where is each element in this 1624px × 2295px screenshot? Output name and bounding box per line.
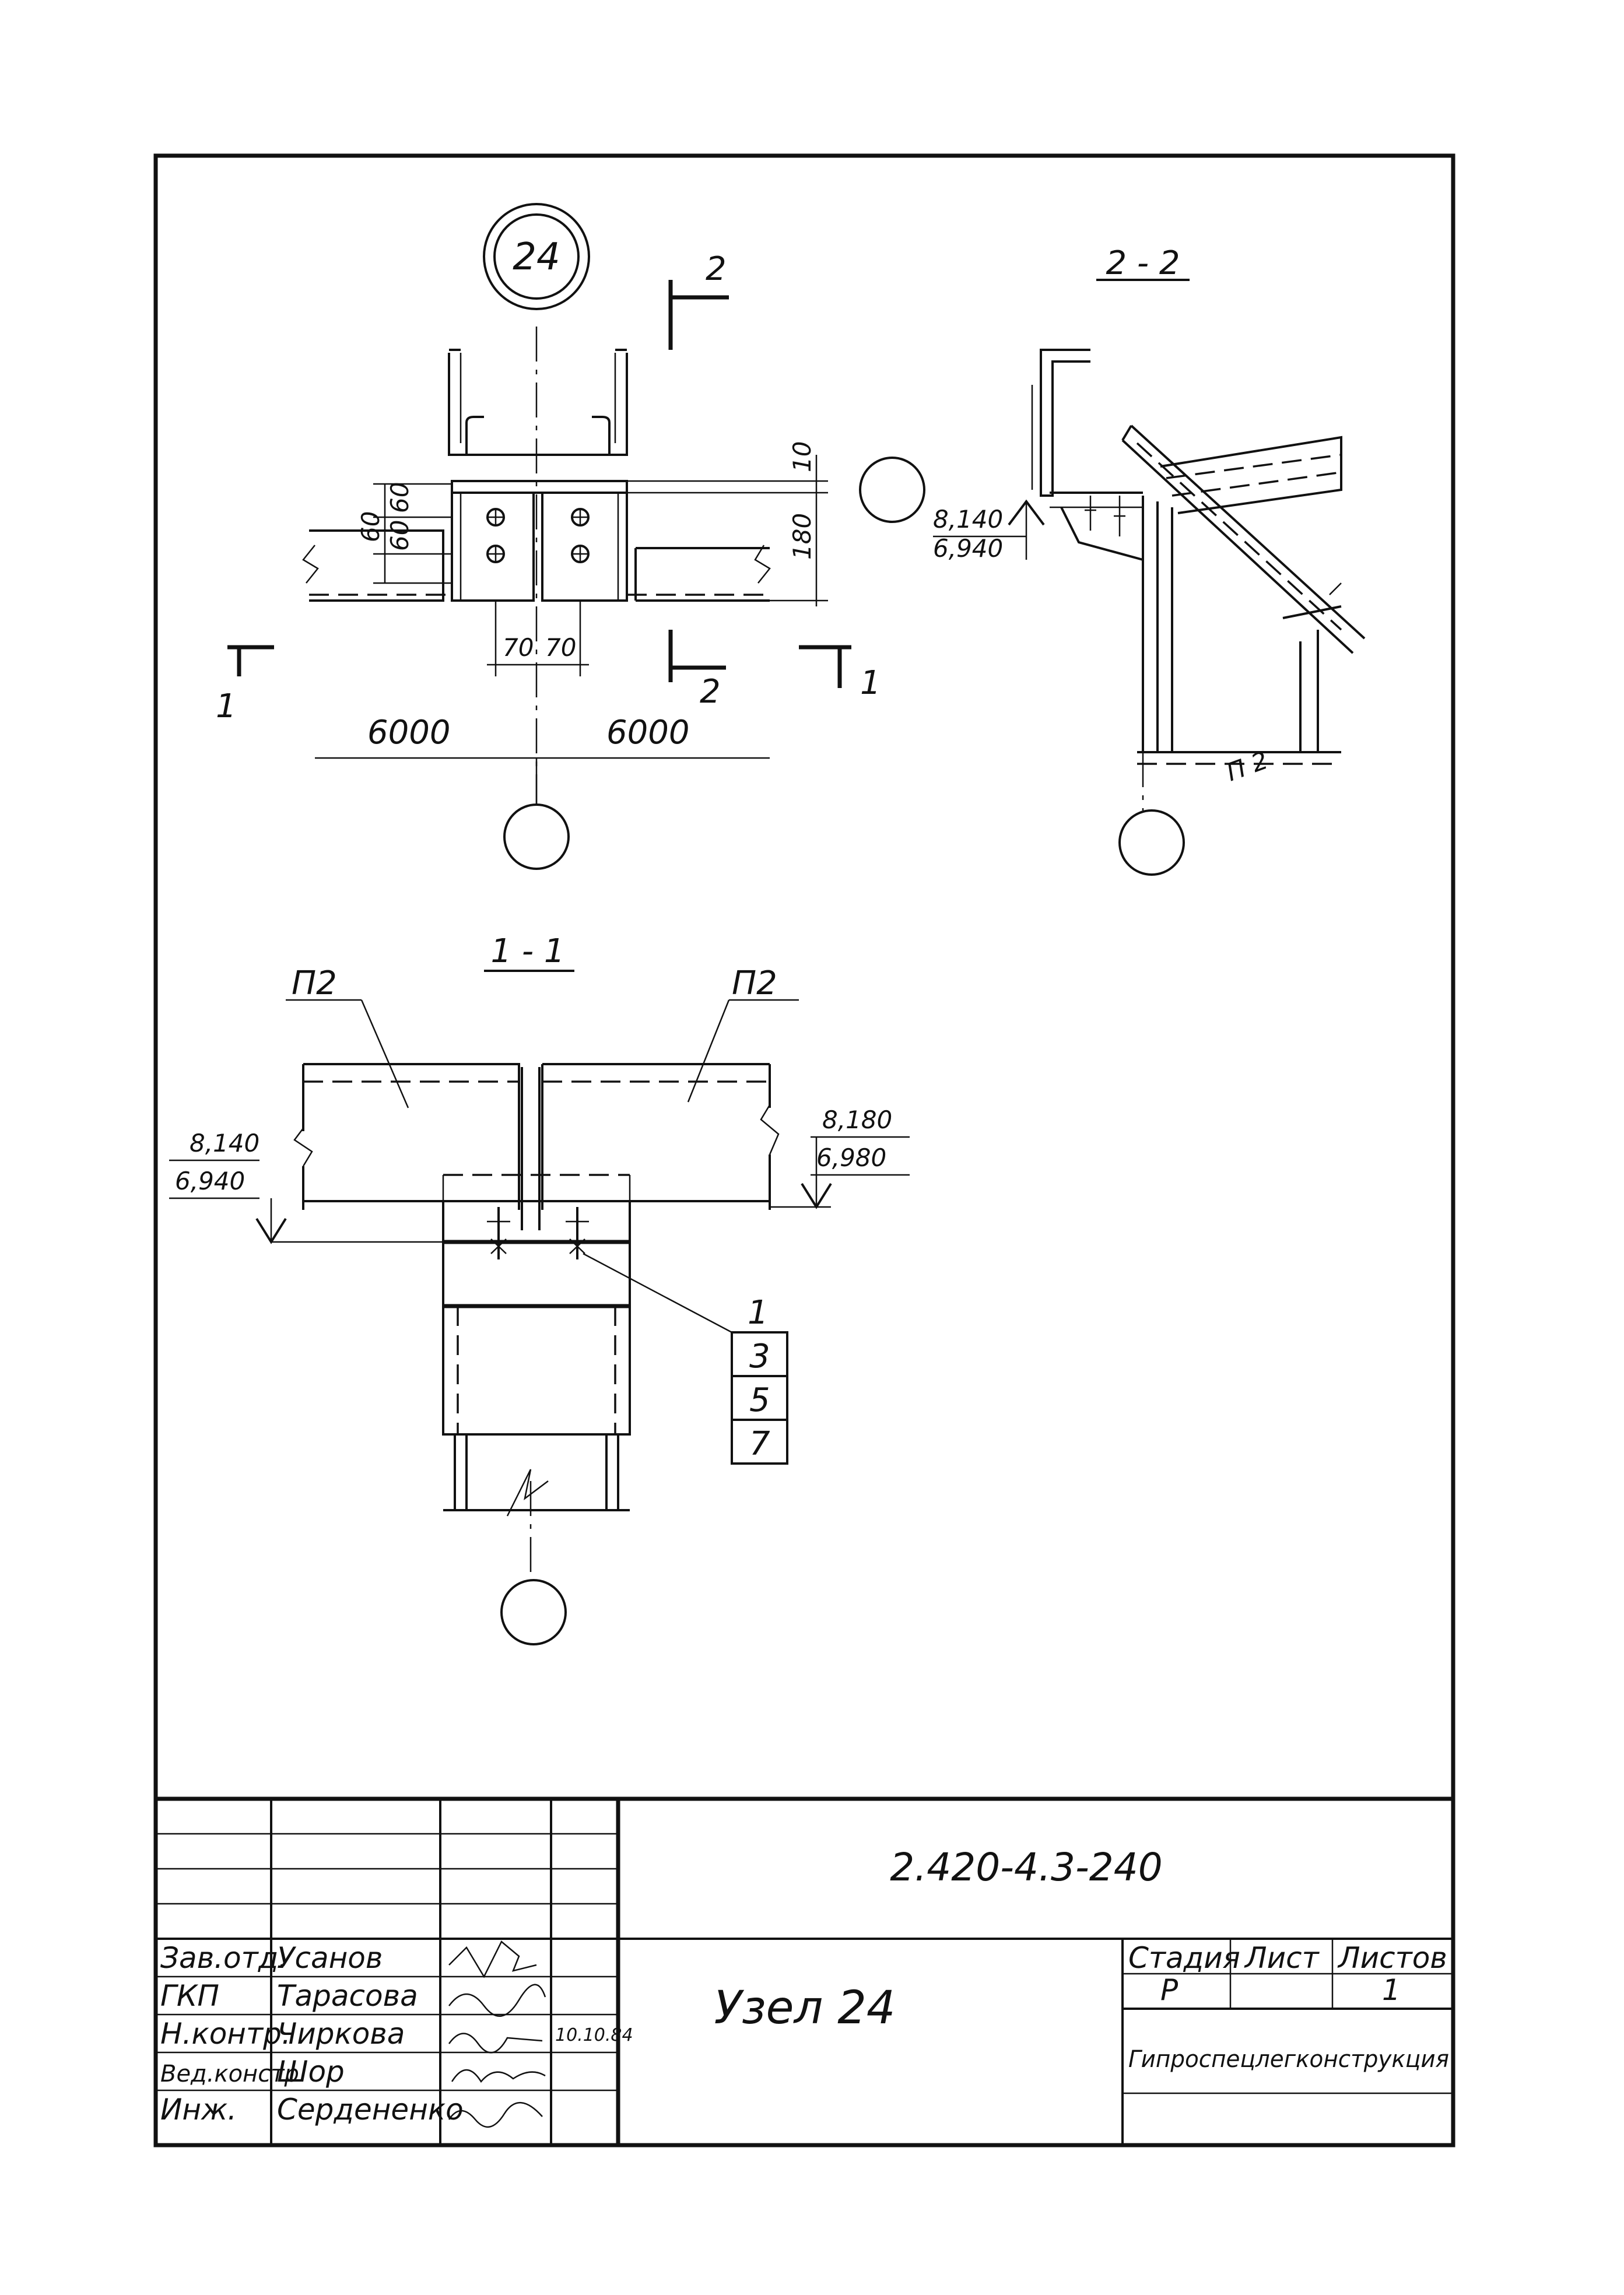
sheets-value: 1 xyxy=(1382,1973,1401,2007)
dim-10: 10 xyxy=(788,441,816,472)
section-1-1-elev-right-bottom: 6,980 xyxy=(816,1143,886,1172)
axis-bubble-section-2 xyxy=(1118,809,1185,876)
column-head-1-1 xyxy=(442,1200,631,1243)
organization-name: Гипроспецлегконструкция xyxy=(1128,2046,1449,2073)
role-1: Зав.отд. xyxy=(160,1941,287,1975)
name-2: Тарасова xyxy=(277,1979,418,2013)
section-2-bottom-label: 2 xyxy=(700,673,721,711)
plan-view: 24 xyxy=(216,203,925,870)
section-1-left-label: 1 xyxy=(216,687,237,725)
name-4: Шор xyxy=(277,2055,345,2089)
axis-bubble-right xyxy=(859,457,925,523)
panel-label-right: П2 xyxy=(732,964,777,1002)
section-2-2-elev-bottom: 6,940 xyxy=(933,534,1003,563)
column-body-1-1 xyxy=(442,1305,631,1436)
section-2-bolts xyxy=(1085,496,1125,536)
section-2-2-title: 2 - 2 xyxy=(1106,244,1180,282)
role-4: Вед.констр. xyxy=(160,2061,307,2087)
column-lower-1-1 xyxy=(454,1434,619,1510)
axis-bubble-plan xyxy=(503,803,570,870)
document-code: 2.420-4.3-240 xyxy=(890,1845,1163,1890)
section-1-right-label: 1 xyxy=(860,664,881,702)
plan-bolts xyxy=(486,508,590,563)
dim-180: 180 xyxy=(788,513,816,560)
dim-60-c: 60 xyxy=(385,520,414,551)
section-1-1-elev-left-top: 8,140 xyxy=(190,1129,259,1157)
node-marker-outer xyxy=(483,203,590,310)
callout-7: 7 xyxy=(749,1425,770,1463)
panel-right xyxy=(541,1063,771,1210)
section-2-2: 2 - 2 П 2 xyxy=(933,244,1366,876)
axis-bubble-section-1 xyxy=(500,1579,567,1645)
section-1-1: 1 - 1 П2 П2 xyxy=(169,932,910,1645)
span-left: 6000 xyxy=(367,714,451,752)
dim-60-b: 60 xyxy=(356,511,385,542)
span-right: 6000 xyxy=(606,714,690,752)
beam-left xyxy=(309,529,444,602)
angle-profile xyxy=(1040,349,1090,497)
title-block: 2.420-4.3-240 Стадия Лист Листов Р 1 Гип… xyxy=(156,1796,1453,2145)
node-marker-inner xyxy=(493,213,580,300)
dim-70-left: 70 xyxy=(503,633,534,662)
name-3: Чиркова xyxy=(277,2017,405,2051)
cap-plate xyxy=(451,480,628,494)
roof-panel xyxy=(1160,436,1342,514)
right-post xyxy=(1299,630,1319,752)
beam-left-break xyxy=(302,545,319,584)
beam-right-break xyxy=(754,545,771,584)
sheet-header: Лист xyxy=(1244,1941,1320,1975)
name-5: Сердененко xyxy=(277,2093,464,2126)
callout-1: 1 xyxy=(748,1294,769,1332)
callout-5: 5 xyxy=(749,1381,770,1419)
column-plate-1-1 xyxy=(442,1241,631,1307)
role-2: ГКП xyxy=(160,1979,219,2013)
beam-right xyxy=(634,547,770,602)
column-channel-right xyxy=(592,353,628,456)
inclined-member xyxy=(1121,424,1366,654)
sheets-header: Листов xyxy=(1337,1941,1447,1975)
callout-leader xyxy=(583,1252,732,1334)
section-1-bolts xyxy=(487,1207,589,1259)
connection-plate-right xyxy=(541,492,628,602)
column-channel-left xyxy=(448,353,484,456)
section-1-1-elev-right-top: 8,180 xyxy=(822,1106,892,1134)
signatures xyxy=(448,1940,546,2128)
callout-box-7 xyxy=(731,1419,788,1465)
panel-label-left: П2 xyxy=(292,964,337,1002)
role-5: Инж. xyxy=(160,2093,237,2126)
column-section xyxy=(1142,496,1173,752)
section-2-top-label: 2 xyxy=(706,250,727,288)
section-2-2-elev-top: 8,140 xyxy=(933,505,1003,534)
callout-3: 3 xyxy=(749,1338,770,1375)
stage-value: Р xyxy=(1160,1973,1178,2007)
panel-left xyxy=(302,1063,520,1210)
section-1-1-title: 1 - 1 xyxy=(490,932,564,970)
dim-70-right: 70 xyxy=(545,633,576,662)
role-3: Н.контр. xyxy=(160,2017,291,2051)
section-1-1-elev-left-bottom: 6,940 xyxy=(175,1167,245,1195)
dim-60-a: 60 xyxy=(385,482,414,513)
drawing-title: Узел 24 xyxy=(714,1982,896,2034)
date-3: 10.10.84 xyxy=(555,2025,633,2045)
name-1: Усанов xyxy=(277,1941,383,1975)
sheet-frame xyxy=(153,153,1455,2147)
node-marker-number: 24 xyxy=(513,236,560,279)
connection-plate-left xyxy=(451,492,535,602)
stage-header: Стадия xyxy=(1128,1941,1240,1975)
